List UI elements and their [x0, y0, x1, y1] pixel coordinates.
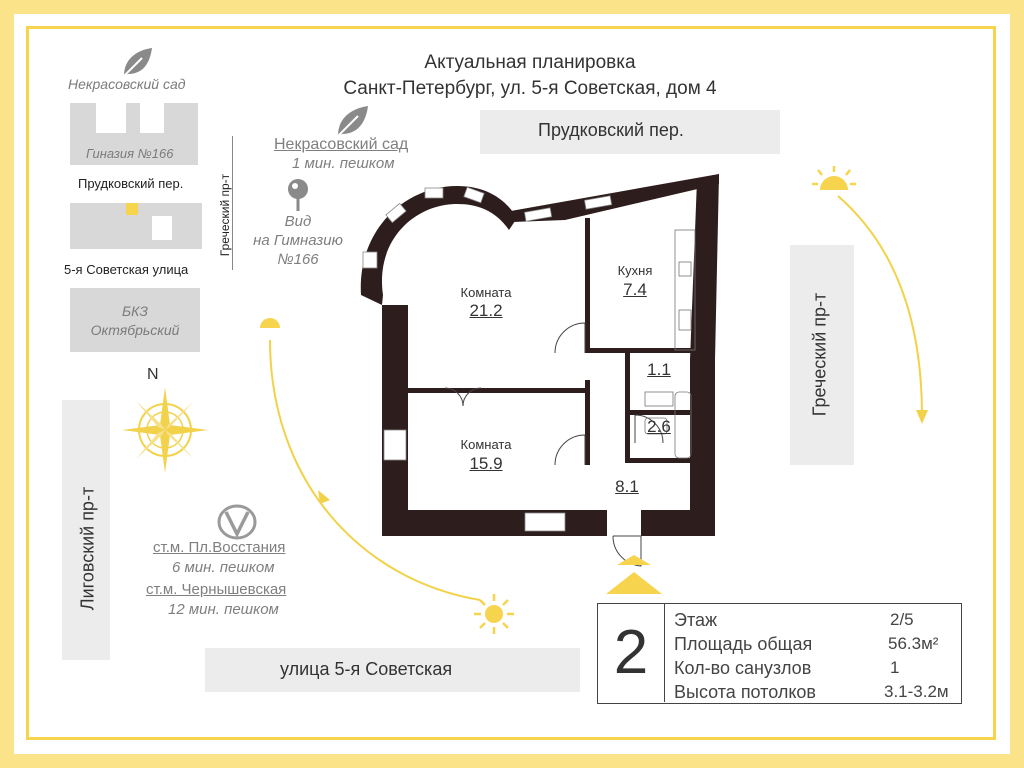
entrance-marker	[606, 572, 662, 594]
street-right-label: Греческий пр-т	[809, 292, 830, 417]
mini-concert-line1: БКЗ	[122, 303, 148, 319]
mini-school-courtyard	[96, 103, 126, 133]
area-label: Площадь общая	[674, 634, 813, 654]
inner-border	[26, 26, 996, 740]
wall-right-lower	[690, 358, 715, 536]
room-2-area: 7.4	[623, 280, 647, 299]
wall-top	[505, 174, 719, 222]
mini-concert-hall	[70, 288, 200, 352]
title-line2: Санкт-Петербург, ул. 5-я Советская, дом …	[343, 78, 717, 99]
location-pin-icon	[288, 179, 308, 211]
compass-rose-icon	[122, 387, 208, 473]
compass-n-label: N	[147, 366, 159, 383]
sun-path-left	[269, 339, 481, 601]
height-label: Высота потолков	[674, 682, 816, 702]
room-4-area: 2.6	[647, 417, 671, 436]
garden-leaf-icon	[337, 106, 368, 137]
area-value: 56.3м²	[888, 634, 939, 653]
view-annotation: Вид на Гимназию №166	[236, 212, 360, 269]
sunset-icon	[260, 318, 280, 328]
street-band-bottom	[205, 648, 580, 692]
room-2-label: Кухня	[617, 263, 653, 278]
garden-title: Некрасовский сад	[274, 136, 409, 153]
mini-street1: Прудковский пер.	[78, 176, 184, 191]
street-top-label: Прудковский пер.	[538, 120, 684, 140]
mini-garden-label: Некрасовский сад	[68, 76, 186, 92]
street-band-right	[790, 245, 854, 465]
bath-value: 1	[890, 658, 900, 677]
room-5-label: Комната	[460, 437, 512, 452]
metro2-name: ст.м. Чернышевская	[146, 581, 287, 598]
sun-icon-bottom	[474, 594, 514, 634]
mini-house-marker	[126, 203, 138, 215]
bath-label: Кол-во санузлов	[674, 658, 812, 678]
plan-title: Актуальная планировка Санкт-Петербург, у…	[300, 50, 760, 102]
sunrise-icon	[812, 166, 856, 190]
floor-label: Этаж	[674, 610, 718, 630]
street-band-left	[62, 400, 110, 660]
mini-concert-hall-label: БКЗ Октябрьский	[70, 302, 200, 340]
floor-plan	[360, 174, 719, 567]
leaf-icon	[123, 48, 152, 77]
mini-school-courtyard2	[140, 103, 164, 133]
room-3-area: 1.1	[647, 360, 671, 379]
room-6-area: 8.1	[615, 477, 639, 496]
street-bottom-label: улица 5-я Советская	[280, 659, 453, 679]
mini-building-gap	[152, 216, 172, 240]
mini-street2: 5-я Советская улица	[64, 262, 189, 277]
street-band-top	[480, 110, 780, 154]
height-value: 3.1-3.2м	[884, 682, 949, 701]
wall-bottom-left	[382, 510, 607, 536]
rooms-count: 2	[598, 604, 665, 702]
view-line3: №166	[277, 251, 319, 268]
mini-vertical-street: Греческий пр-т	[218, 173, 232, 257]
floor-value: 2/5	[890, 610, 914, 629]
room-5-area: 15.9	[469, 454, 503, 473]
view-line1: Вид	[284, 213, 312, 230]
room-1-area: 21.2	[469, 301, 503, 320]
room-1-label: Комната	[460, 285, 512, 300]
mini-concert-line2: Октябрьский	[90, 322, 180, 338]
mini-school-label: Гиназия №166	[86, 146, 174, 161]
metro1-walk: 6 мин. пешком	[172, 559, 275, 576]
info-table: 2 Этаж 2/5 Площадь общая 56.3м² Кол-во с…	[597, 603, 962, 704]
garden-walk: 1 мин. пешком	[292, 155, 395, 172]
sun-path-right	[837, 195, 928, 424]
metro1-name: ст.м. Пл.Восстания	[153, 539, 286, 556]
metro2-walk: 12 мин. пешком	[168, 601, 279, 618]
wall-left	[382, 305, 408, 535]
street-left-label: Лиговский пр-т	[77, 486, 98, 611]
metro-icon	[217, 504, 257, 540]
mini-vertical-street-line	[232, 136, 233, 270]
mini-school-block	[70, 103, 198, 165]
wall-right	[690, 174, 719, 360]
view-line2: на Гимназию	[253, 232, 343, 249]
title-line1: Актуальная планировка	[424, 52, 636, 73]
